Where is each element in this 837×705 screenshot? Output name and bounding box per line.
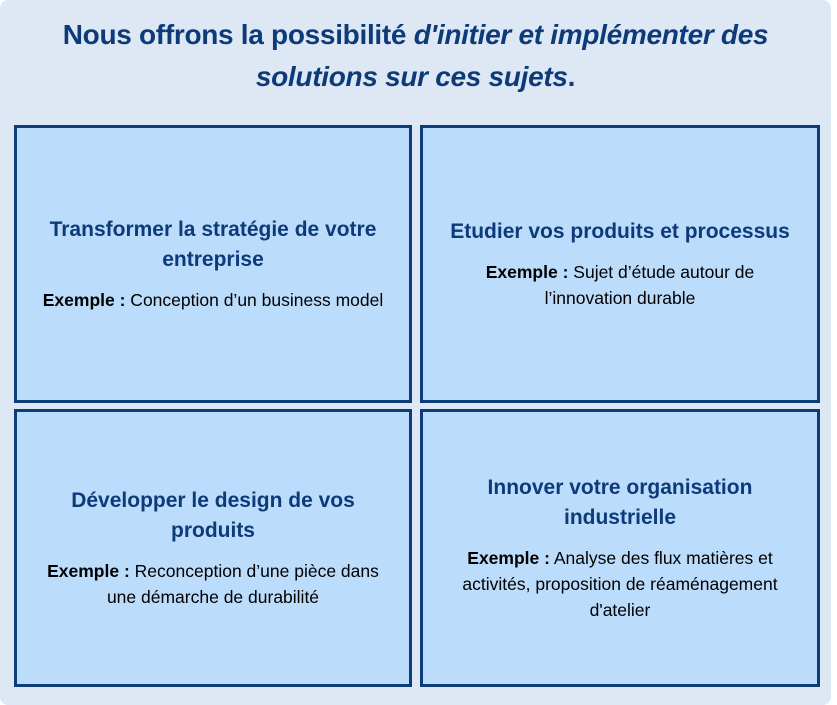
heading-part1: Nous offrons la possibilité (62, 19, 414, 50)
card-example: Exemple : Reconception d’une pièce dans … (35, 558, 391, 610)
example-label: Exemple : (47, 561, 130, 581)
card-title: Transformer la stratégie de votre entrep… (49, 218, 377, 271)
topic-card-industrial-organisation: Innover votre organisation industrielle … (420, 409, 820, 687)
topic-card-products-processes: Etudier vos produits et processus Exempl… (420, 125, 820, 403)
example-label: Exemple : (467, 548, 550, 568)
card-example: Exemple : Sujet d’étude autour de l’inno… (441, 259, 799, 311)
example-text: Conception d’un business model (125, 290, 384, 310)
page-heading: Nous offrons la possibilité d'initier et… (0, 14, 831, 98)
example-text: Sujet d’étude autour de l’innovation dur… (544, 262, 755, 308)
card-example: Exemple : Analyse des flux matières et a… (441, 545, 799, 623)
topic-card-design: Développer le design de vos produits Exe… (14, 409, 412, 687)
example-label: Exemple : (485, 262, 569, 282)
example-label: Exemple : (42, 290, 126, 310)
card-title: Etudier vos produits et processus (450, 220, 790, 243)
heading-period: . (567, 61, 576, 92)
heading-italic: d'initier et implémenter des solutions s… (255, 19, 769, 92)
card-example: Exemple : Conception d’un business model (43, 287, 384, 313)
card-title: Développer le design de vos produits (71, 489, 355, 542)
topic-card-strategy: Transformer la stratégie de votre entrep… (14, 125, 412, 403)
example-text: Reconception d’une pièce dans une démarc… (106, 561, 379, 607)
example-text: Analyse des flux matières et activités, … (462, 548, 778, 620)
card-title: Innover votre organisation industrielle (487, 476, 753, 529)
